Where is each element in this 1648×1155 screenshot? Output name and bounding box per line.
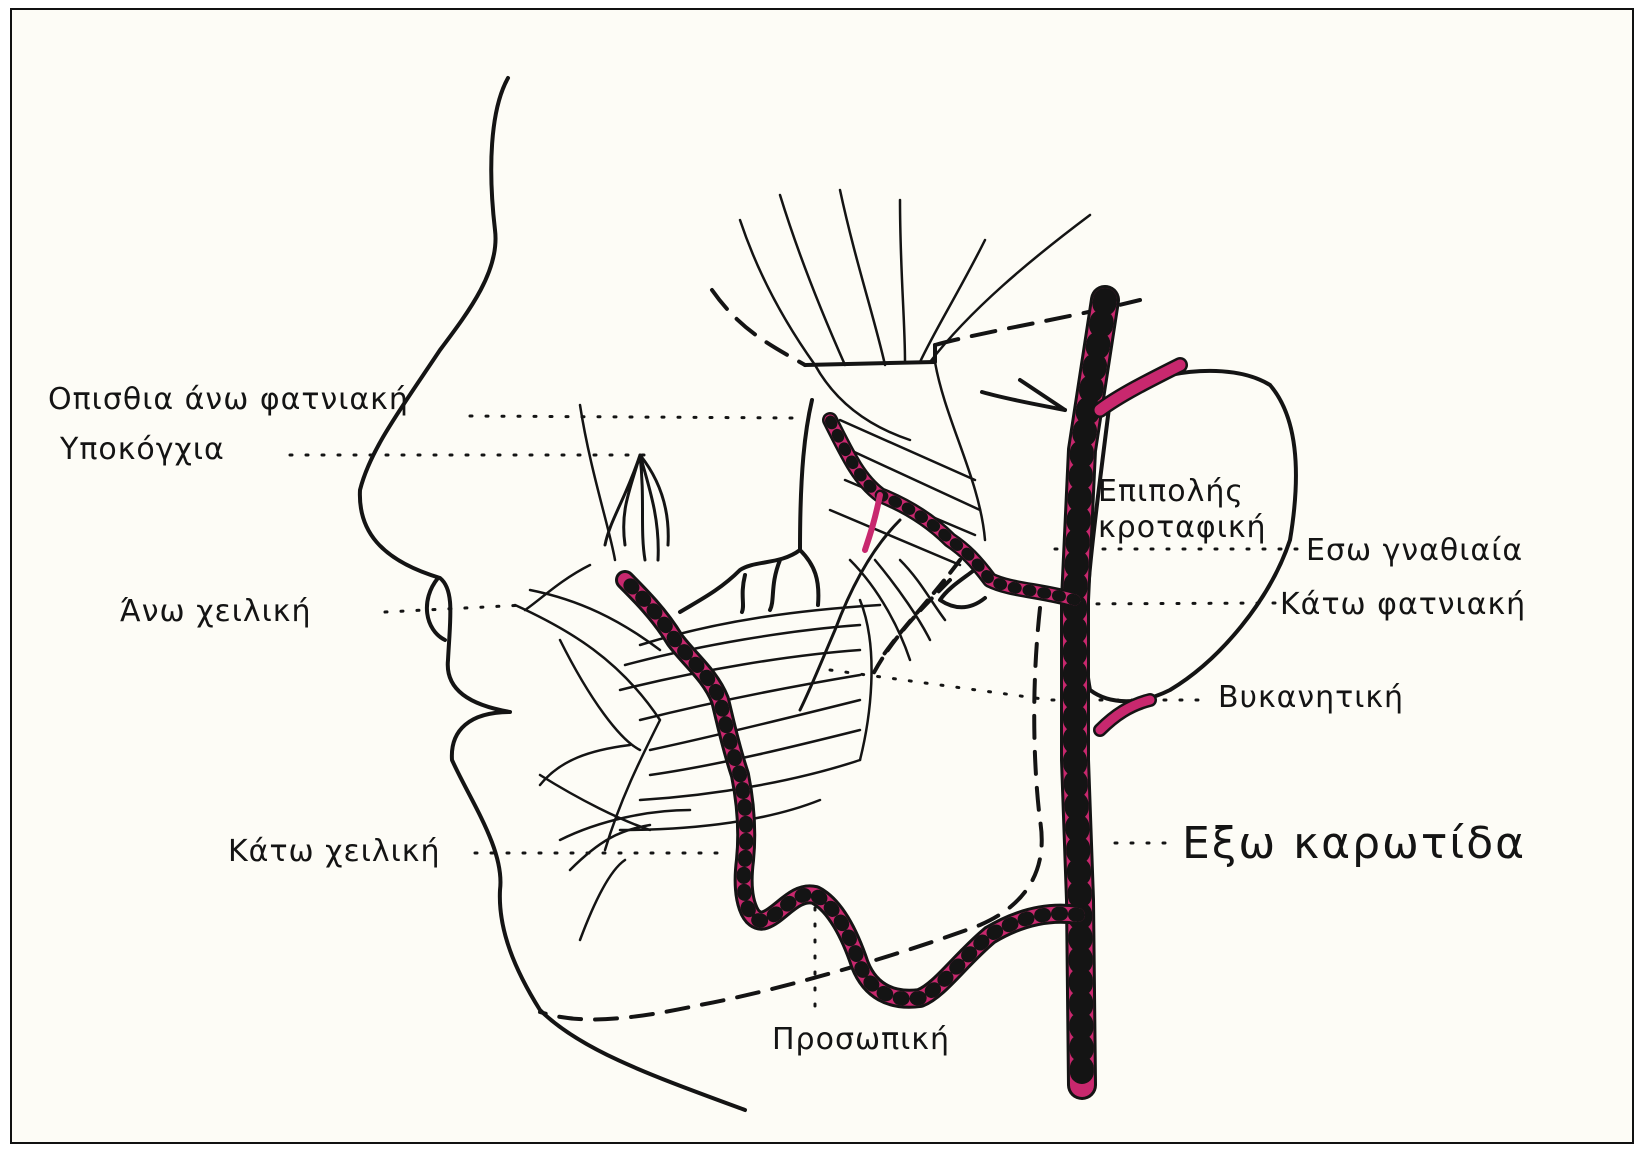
label-external-carotid: Εξω καρωτίδα [1182,818,1526,869]
label-buccal: Βυκανητική [1218,680,1404,715]
label-superficial-temporal-2: κροταφική [1098,510,1267,545]
infraorbital-branches [605,455,668,560]
label-superior-labial: Άνω χειλική [120,594,311,629]
label-superficial-temporal-1: Επιπολής [1098,474,1244,509]
label-inferior-labial: Κάτω χειλική [228,834,440,869]
face-profile [360,78,745,1110]
label-posterior-superior-alveolar: Οπισθια άνω φατνιακή [48,382,409,417]
label-internal-maxillary: Εσω γναθιαία [1306,533,1523,568]
buccal-branch [800,520,900,710]
label-inferior-alveolar: Κάτω φατνιακή [1280,587,1526,622]
posterior-superior-alveolar [680,400,818,612]
label-infraorbital: Υποκόγχια [60,432,225,467]
label-facial: Προσωπική [772,1022,950,1057]
